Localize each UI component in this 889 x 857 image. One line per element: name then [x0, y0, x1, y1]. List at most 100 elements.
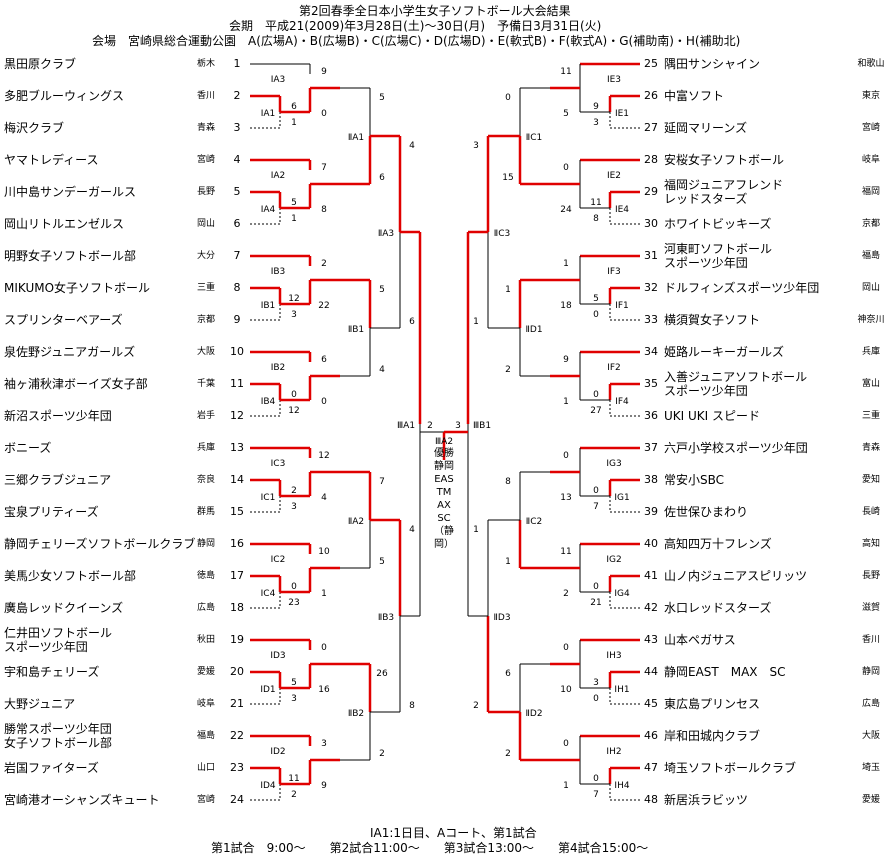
- team-seed: 30: [644, 217, 658, 230]
- round2-label: ⅡA1: [348, 133, 364, 143]
- team-seed: 32: [644, 281, 658, 294]
- team-seed: 16: [230, 537, 244, 550]
- group-label: ⅠE2: [607, 171, 621, 181]
- group-score: 3: [291, 310, 297, 320]
- team-prefecture: 滋賀: [861, 603, 880, 613]
- team-seed: 14: [230, 473, 244, 486]
- round2-score: 1: [473, 525, 479, 535]
- group-score: 2: [291, 486, 297, 496]
- group-label: ⅠG3: [606, 459, 621, 469]
- team-name: 新沼スポーツ少年団: [4, 409, 112, 423]
- team-prefecture: 三重: [861, 411, 880, 421]
- group-score: 1: [291, 214, 297, 224]
- group-score: 0: [563, 163, 569, 173]
- group-score: 3: [593, 118, 599, 128]
- team-name: 明野女子ソフトボール部: [4, 249, 137, 263]
- round2-label: ⅡB1: [348, 325, 364, 335]
- team-name: MIKUMO女子ソフトボール: [4, 281, 151, 295]
- team-name: 袖ヶ浦秋津ボーイズ女子部: [4, 377, 148, 391]
- group-score: 3: [593, 678, 599, 688]
- team-prefecture: 広島: [861, 699, 880, 709]
- round2-score: 1: [505, 285, 511, 295]
- team-name: 山本ペガサス: [664, 633, 736, 647]
- group-score: 10: [318, 547, 330, 557]
- team-prefecture: 群馬: [197, 507, 216, 517]
- team-name: 入善ジュニアソフトボール スポーツ少年団: [664, 370, 808, 398]
- team-prefecture: 京都: [197, 315, 216, 325]
- group-label: ⅠG1: [614, 493, 629, 503]
- team-seed: 31: [644, 249, 658, 262]
- round2-label: ⅡC3: [494, 229, 510, 239]
- group-label: ⅠH2: [606, 747, 621, 757]
- team-name: 隅田サンシャイン: [664, 57, 761, 71]
- group-score: 0: [321, 109, 327, 119]
- team-seed: 1: [233, 57, 241, 70]
- group-score: 10: [560, 685, 572, 695]
- group-label: ⅠB4: [261, 397, 276, 407]
- round2-label: ⅢA1: [397, 421, 415, 431]
- team-seed: 25: [644, 57, 658, 70]
- group-score: 18: [560, 301, 572, 311]
- team-prefecture: 岐阜: [197, 699, 216, 709]
- team-name: 水口レッドスターズ: [664, 601, 772, 615]
- team-seed: 9: [233, 313, 241, 326]
- group-score: 4: [321, 493, 327, 503]
- group-score: 5: [291, 678, 297, 688]
- group-score: 11: [590, 198, 601, 208]
- group-score: 12: [318, 451, 329, 461]
- team-name: 常安小SBC: [664, 473, 725, 487]
- team-seed: 36: [644, 409, 658, 422]
- round2-score: 2: [505, 749, 511, 759]
- group-score: 0: [593, 694, 599, 704]
- team-seed: 2: [233, 89, 241, 102]
- venue-line: 会場 宮崎県総合運動公園 A(広場A)・B(広場B)・C(広場C)・D(広場D)…: [92, 34, 741, 48]
- team-seed: 3: [233, 121, 241, 134]
- team-name: 高知四万十フレンズ: [664, 537, 772, 551]
- group-score: 0: [291, 390, 297, 400]
- group-score: 0: [291, 582, 297, 592]
- team-prefecture: 岐阜: [861, 155, 880, 165]
- group-label: ⅠF2: [607, 363, 621, 373]
- team-prefecture: 高知: [861, 539, 880, 549]
- round2-score: 2: [379, 749, 385, 759]
- team-name: 福岡ジュニアフレンド レッドスターズ: [664, 178, 784, 206]
- group-label: ⅠD4: [260, 781, 276, 791]
- round2-score: 8: [505, 477, 511, 487]
- team-seed: 46: [644, 729, 658, 742]
- team-prefecture: 福島: [197, 731, 216, 741]
- group-score: 8: [321, 205, 327, 215]
- team-prefecture: 愛媛: [861, 795, 880, 805]
- team-name: 静岡チェリーズソフトボールクラブ: [4, 537, 196, 551]
- group-score: 0: [593, 582, 599, 592]
- group-score: 0: [593, 486, 599, 496]
- team-prefecture: 千葉: [197, 379, 216, 389]
- team-name: 岩国ファイターズ: [4, 761, 99, 775]
- team-prefecture: 福岡: [861, 187, 880, 197]
- group-score: 0: [563, 643, 569, 653]
- team-name: 埼玉ソフトボールクラブ: [664, 761, 797, 775]
- group-score: 0: [321, 643, 327, 653]
- team-name: ドルフィンズスポーツ少年団: [664, 281, 820, 295]
- group-score: 12: [288, 294, 299, 304]
- group-score: 0: [563, 451, 569, 461]
- group-score: 23: [288, 598, 299, 608]
- team-seed: 13: [230, 441, 244, 454]
- team-seed: 24: [230, 793, 244, 806]
- team-seed: 27: [644, 121, 658, 134]
- group-score: 2: [321, 259, 327, 269]
- round2-label: ⅡA3: [378, 229, 394, 239]
- group-score: 7: [593, 502, 599, 512]
- team-seed: 22: [230, 729, 244, 742]
- team-seed: 37: [644, 441, 658, 454]
- team-seed: 19: [230, 633, 244, 646]
- team-prefecture: 長野: [861, 571, 880, 581]
- footer-note: ⅠA1:1日目、Aコート、第1試合: [370, 826, 537, 840]
- group-score: 1: [321, 589, 327, 599]
- team-prefecture: 東京: [861, 91, 880, 101]
- team-prefecture: 静岡: [861, 667, 880, 677]
- team-seed: 17: [230, 569, 244, 582]
- group-score: 0: [593, 390, 599, 400]
- round2-label: ⅡC1: [526, 133, 542, 143]
- round2-label: ⅡA2: [348, 517, 364, 527]
- group-label: ⅠF3: [607, 267, 621, 277]
